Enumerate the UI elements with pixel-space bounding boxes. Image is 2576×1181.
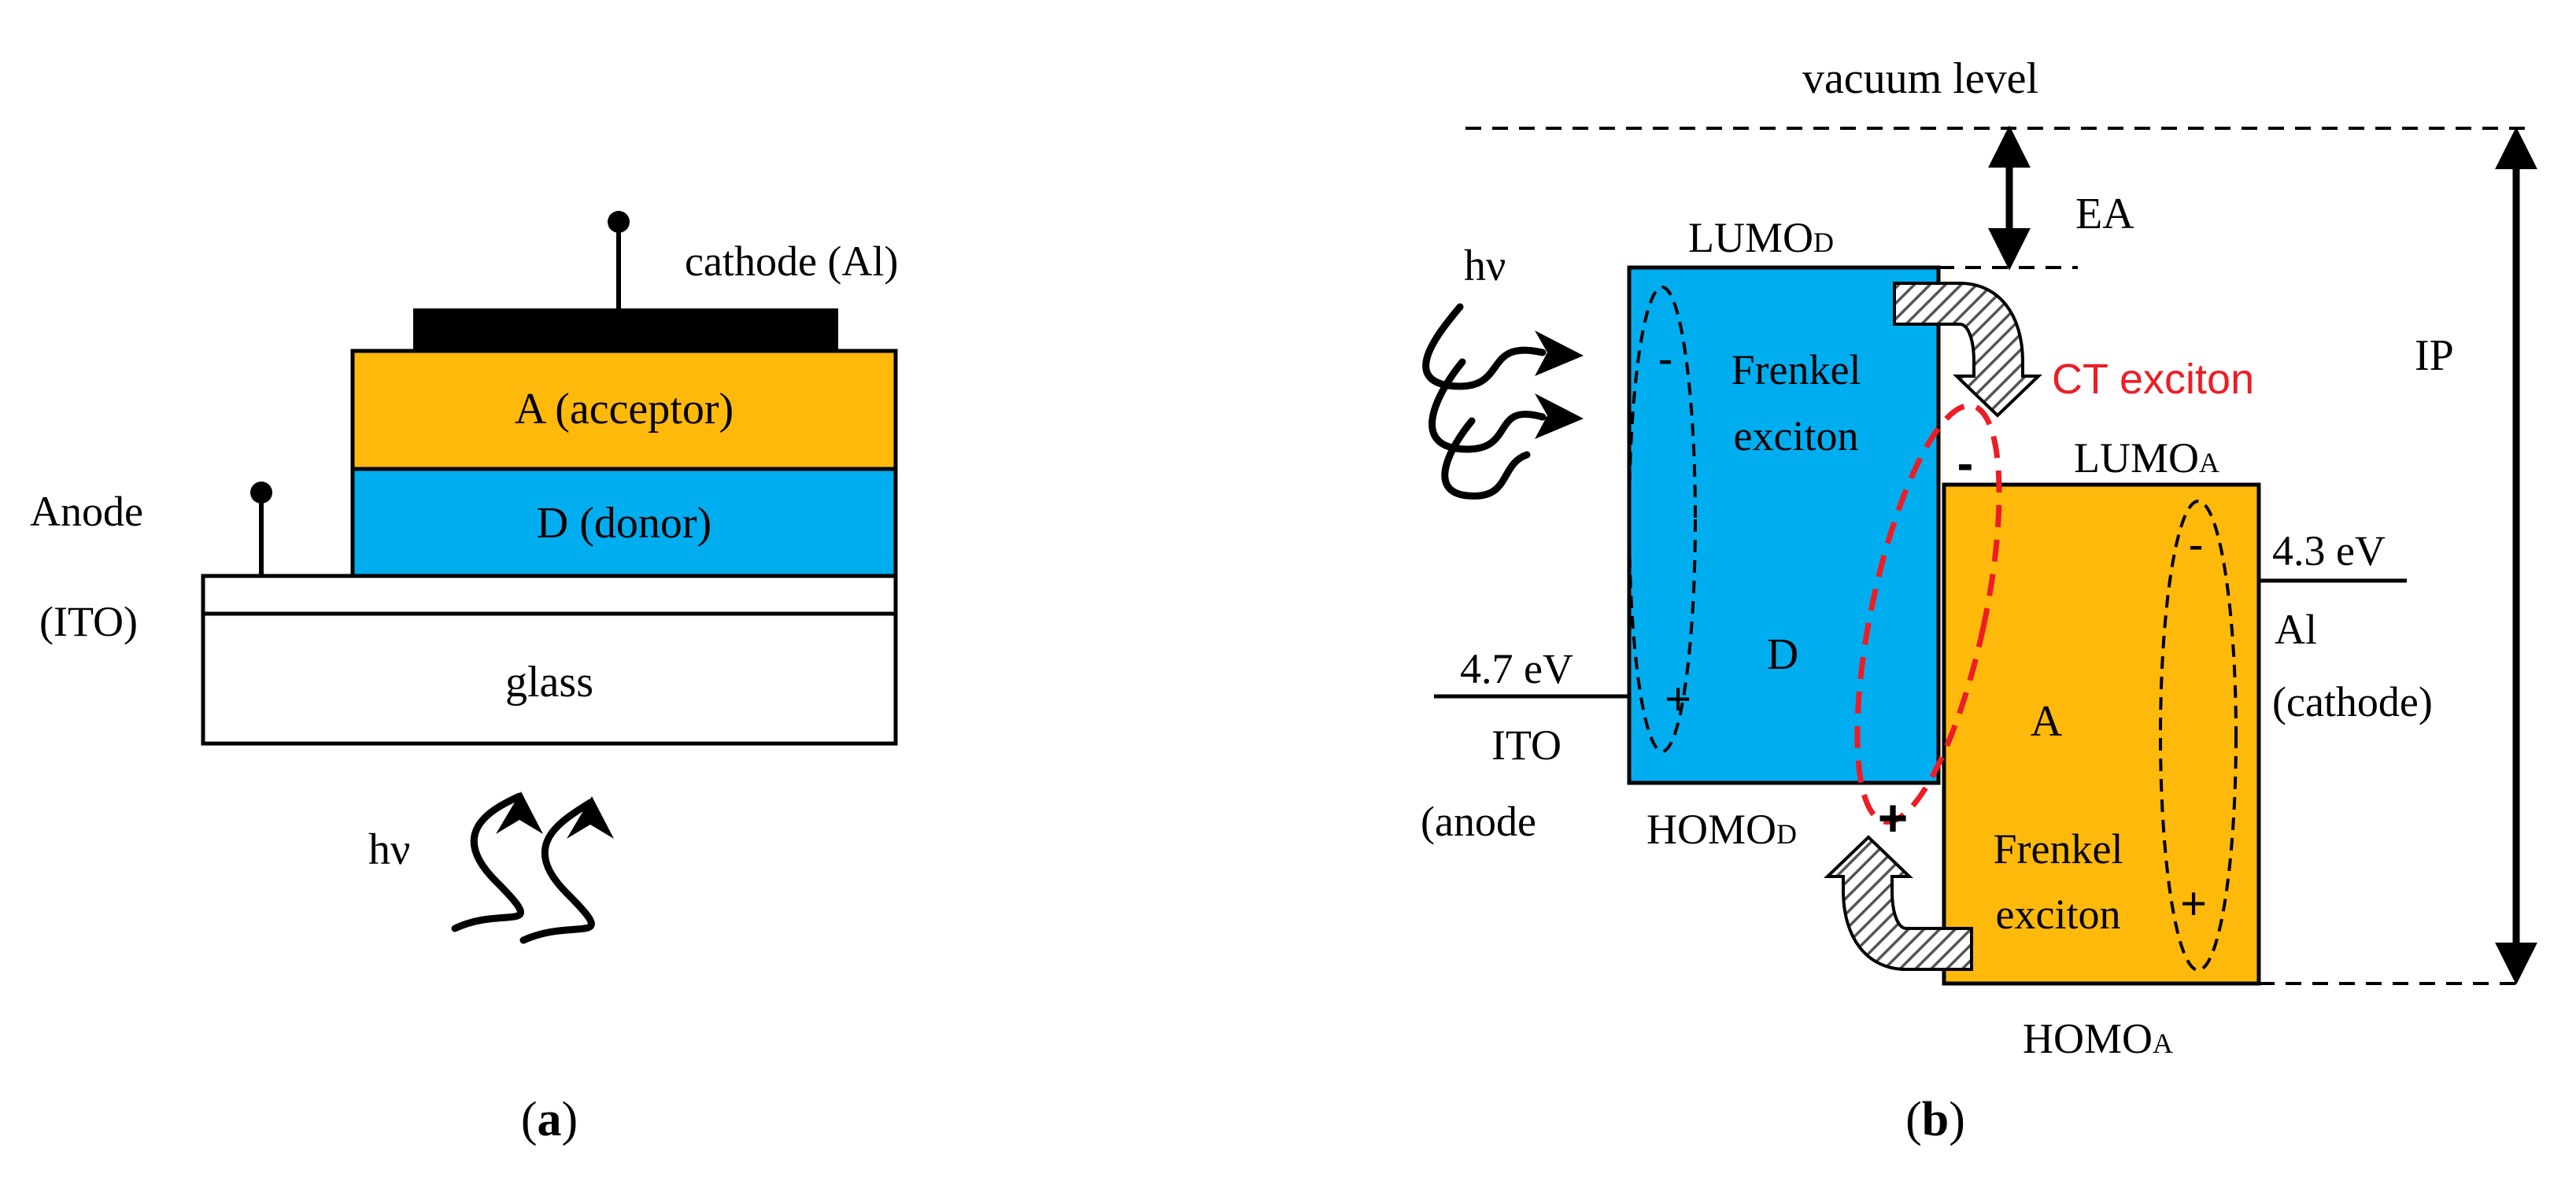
cathode-terminal-dot	[608, 211, 630, 233]
hole-transfer-arrow-icon	[1824, 835, 1973, 971]
acceptor-block	[1942, 482, 2261, 986]
ito-label-b: ITO	[1491, 722, 1561, 769]
donor-plus-sign: +	[1665, 674, 1691, 725]
light-wave-icon-b	[1422, 303, 1547, 500]
donor-letter: D	[1767, 630, 1798, 679]
panel-a: cathode (Al) A (acceptor) D (donor) Anod…	[30, 211, 898, 1146]
acceptor-letter: A	[2031, 697, 2063, 746]
ct-minus-sign: -	[1957, 437, 1974, 491]
vacuum-level-label: vacuum level	[1802, 54, 2038, 103]
lumo-a-label: LUMOA	[2074, 434, 2219, 482]
cathode-label-b: (cathode)	[2272, 678, 2433, 725]
caption-a: (a)	[521, 1093, 578, 1146]
donor-layer-label: D (donor)	[537, 499, 711, 548]
ct-plus-sign: +	[1878, 788, 1909, 847]
acceptor-layer-label: A (acceptor)	[515, 385, 734, 434]
anode-label-b: (anode	[1421, 798, 1536, 845]
anode-label: Anode	[30, 488, 143, 535]
electron-transfer-arrow-icon	[1893, 282, 2042, 418]
frenkel-exciton-donor-line1: Frenkel	[1732, 346, 1861, 393]
panel-b: vacuum level EA IP LUMOD LUMOA HOMOD HOM…	[1421, 54, 2537, 1146]
homo-a-label: HOMOA	[2023, 1015, 2173, 1062]
anode-terminal-dot	[250, 482, 272, 504]
al-label: Al	[2275, 606, 2317, 653]
frenkel-exciton-acceptor-line2: exciton	[1996, 891, 2121, 938]
donor-minus-sign: -	[1658, 334, 1672, 385]
light-wave-icon-a	[451, 792, 595, 944]
glass-label: glass	[505, 658, 593, 707]
ip-label: IP	[2415, 331, 2454, 380]
glass-layer	[201, 611, 898, 746]
ct-exciton-label: CT exciton	[2052, 356, 2254, 403]
lumo-d-label: LUMOD	[1688, 214, 1834, 261]
frenkel-exciton-ellipse-donor	[1628, 286, 1697, 753]
frenkel-exciton-donor-line2: exciton	[1734, 412, 1859, 459]
light-arrowheads-a	[496, 792, 614, 839]
cathode-bar	[413, 308, 838, 351]
photon-label-a: hν	[368, 825, 410, 874]
ct-exciton-ellipse	[1854, 402, 2002, 825]
frenkel-exciton-acceptor-line1: Frenkel	[1994, 825, 2123, 873]
ito-layer	[201, 574, 898, 616]
ito-energy-label: 4.7 eV	[1460, 645, 1573, 692]
photon-label-b: hν	[1464, 242, 1506, 290]
acceptor-plus-sign: +	[2180, 878, 2207, 929]
frenkel-exciton-ellipse-acceptor	[2159, 500, 2238, 972]
ito-label: (ITO)	[39, 598, 138, 645]
light-arrowheads-b	[1535, 330, 1584, 439]
donor-block	[1627, 265, 1941, 785]
ea-label: EA	[2075, 190, 2134, 238]
cathode-label: cathode (Al)	[685, 238, 898, 285]
homo-d-label: HOMOD	[1646, 806, 1797, 853]
caption-b: (b)	[1905, 1093, 1965, 1146]
al-energy-label: 4.3 eV	[2272, 527, 2386, 574]
acceptor-minus-sign: -	[2188, 519, 2203, 570]
donor-layer	[350, 467, 898, 578]
